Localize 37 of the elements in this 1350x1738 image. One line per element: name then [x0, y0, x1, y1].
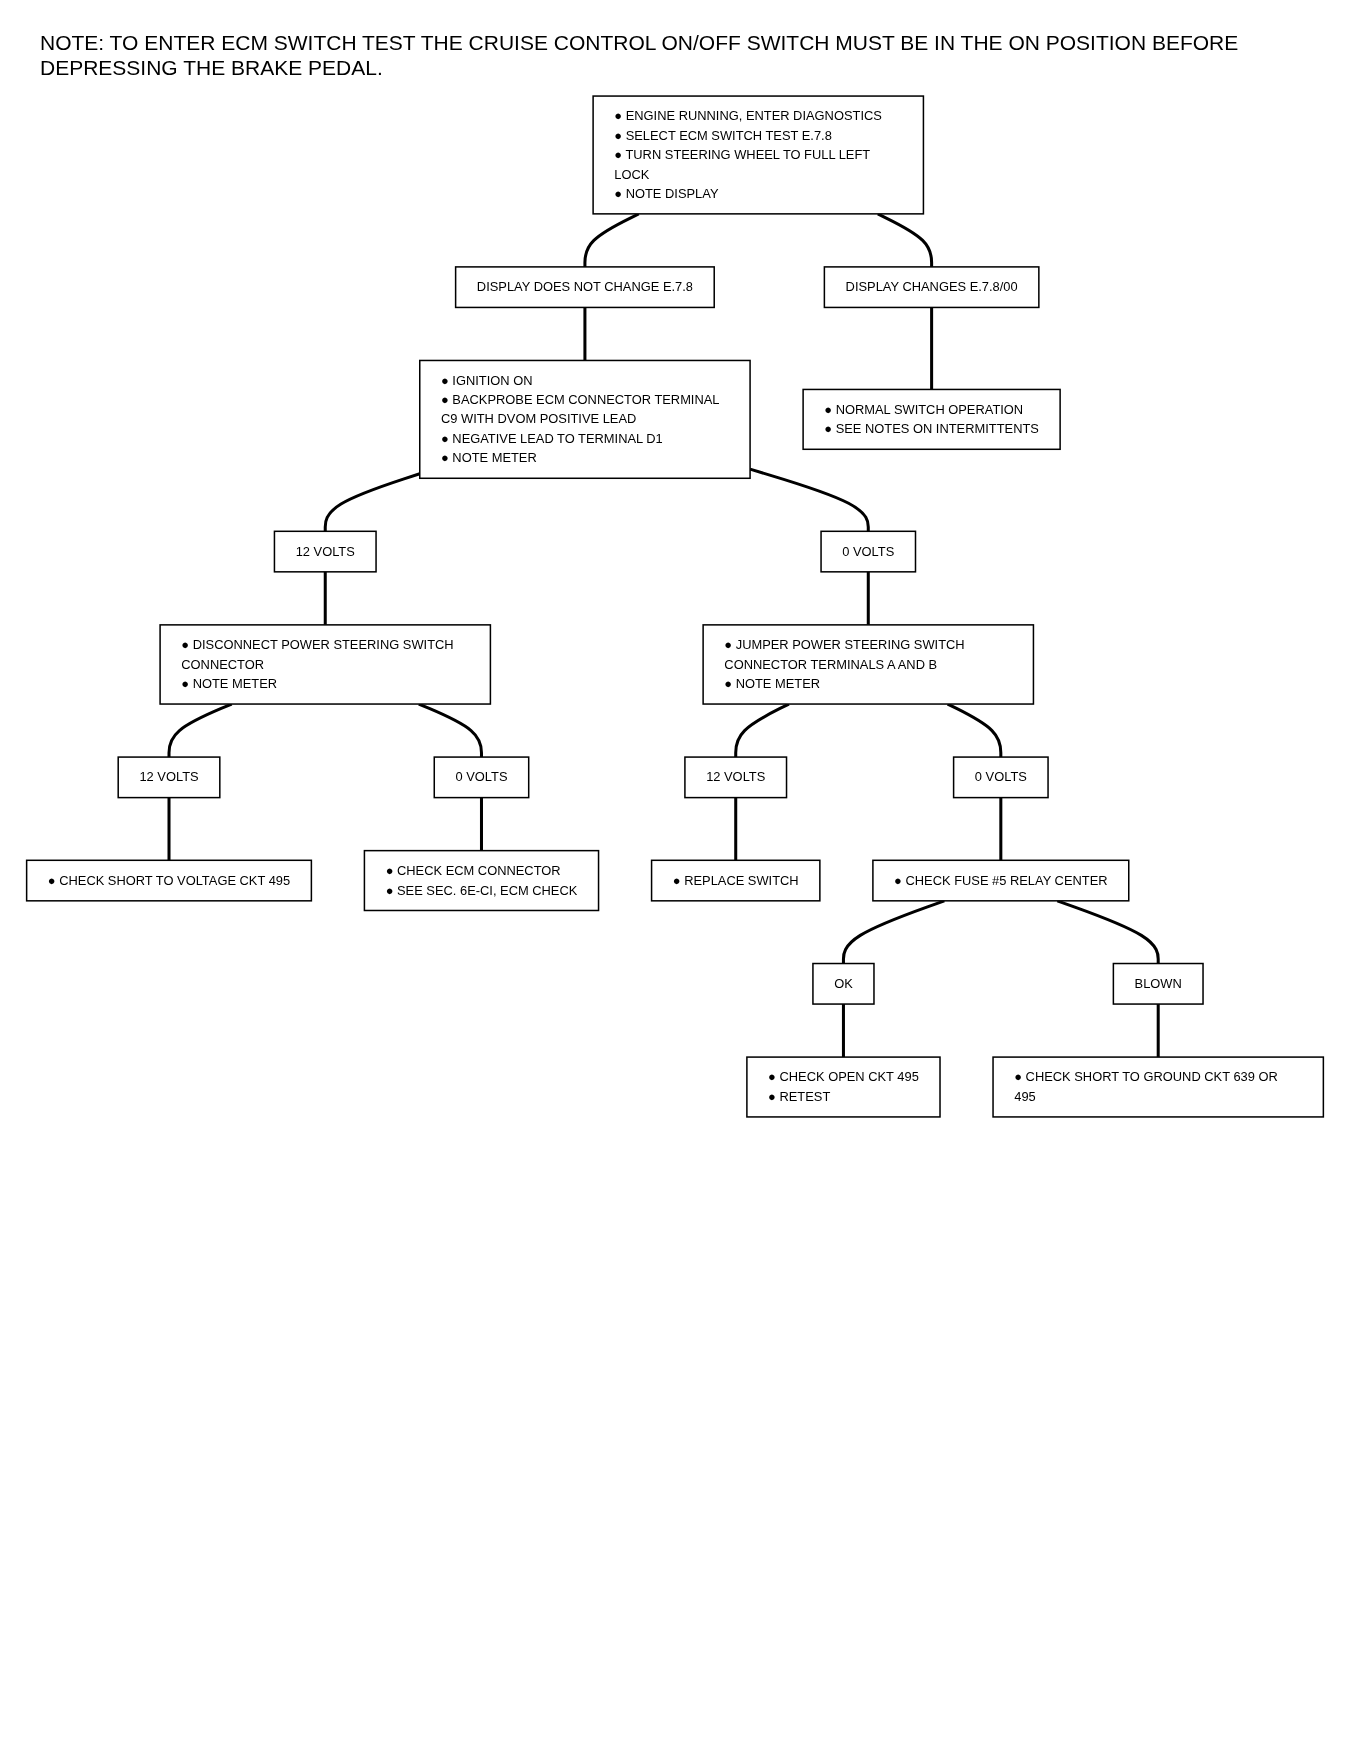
- node-box: ● ENGINE RUNNING, ENTER DIAGNOSTICS ● SELECT ECM SWITCH TEST E.7.8 ● TURN STEERING WHEEL TO FULL LEFT LOCK ● NOTE DISPLAY: [592, 95, 925, 215]
- connector: [999, 798, 1003, 861]
- connector: [930, 307, 934, 390]
- node-box: OK: [812, 963, 875, 1006]
- node-box: ● CHECK OPEN CKT 495 ● RETEST: [746, 1056, 941, 1119]
- connector: [1156, 1004, 1160, 1058]
- node-box: ● CHECK ECM CONNECTOR ● SEE SEC. 6E-CI, ECM CHECK: [363, 850, 600, 912]
- node-box: 0 VOLTS: [433, 756, 530, 799]
- node-box: 12 VOLTS: [117, 756, 221, 799]
- node-box: ● NORMAL SWITCH OPERATION ● SEE NOTES ON INTERMITTENTS: [802, 389, 1061, 451]
- node-box: DISPLAY DOES NOT CHANGE E.7.8: [454, 266, 715, 309]
- node-box: ● IGNITION ON ● BACKPROBE ECM CONNECTOR TERMINAL C9 WITH DVOM POSITIVE LEAD ● NEGATIVE LEAD TO TERMINAL D1 ● NOTE METER: [419, 360, 751, 480]
- node-box: ● JUMPER POWER STEERING SWITCH CONNECTOR TERMINALS A AND B ● NOTE METER: [702, 624, 1035, 706]
- connector: [866, 572, 870, 626]
- node-box: ● CHECK SHORT TO GROUND CKT 639 OR 495: [992, 1056, 1325, 1119]
- connector: [947, 703, 1003, 758]
- note-text: NOTE: TO ENTER ECM SWITCH TEST THE CRUISE CONTROL ON/OFF SWITCH MUST BE IN THE ON POSITION BEFORE DEPRESSING THE BRAKE PEDAL.: [40, 30, 1240, 81]
- node-box: 12 VOLTS: [273, 530, 377, 573]
- node-box: ● CHECK FUSE #5 RELAY CENTER: [872, 859, 1130, 902]
- node-box: DISPLAY CHANGES E.7.8/00: [823, 266, 1040, 309]
- node-box: 0 VOLTS: [820, 530, 917, 573]
- connector: [418, 703, 483, 758]
- connector: [583, 307, 587, 361]
- node-box: ● CHECK SHORT TO VOLTAGE CKT 495: [25, 859, 313, 902]
- node-box: 0 VOLTS: [952, 756, 1049, 799]
- node-box: ● REPLACE SWITCH: [650, 859, 821, 902]
- connector: [841, 1004, 845, 1058]
- connector: [479, 798, 483, 851]
- connector: [323, 472, 421, 532]
- connector: [323, 572, 327, 626]
- node-box: ● DISCONNECT POWER STEERING SWITCH CONNECTOR ● NOTE METER: [159, 624, 492, 706]
- node-box: 12 VOLTS: [684, 756, 788, 799]
- node-box: BLOWN: [1112, 963, 1204, 1006]
- connector: [734, 703, 790, 758]
- connector: [734, 798, 738, 861]
- connector: [167, 703, 233, 758]
- connector: [167, 798, 171, 861]
